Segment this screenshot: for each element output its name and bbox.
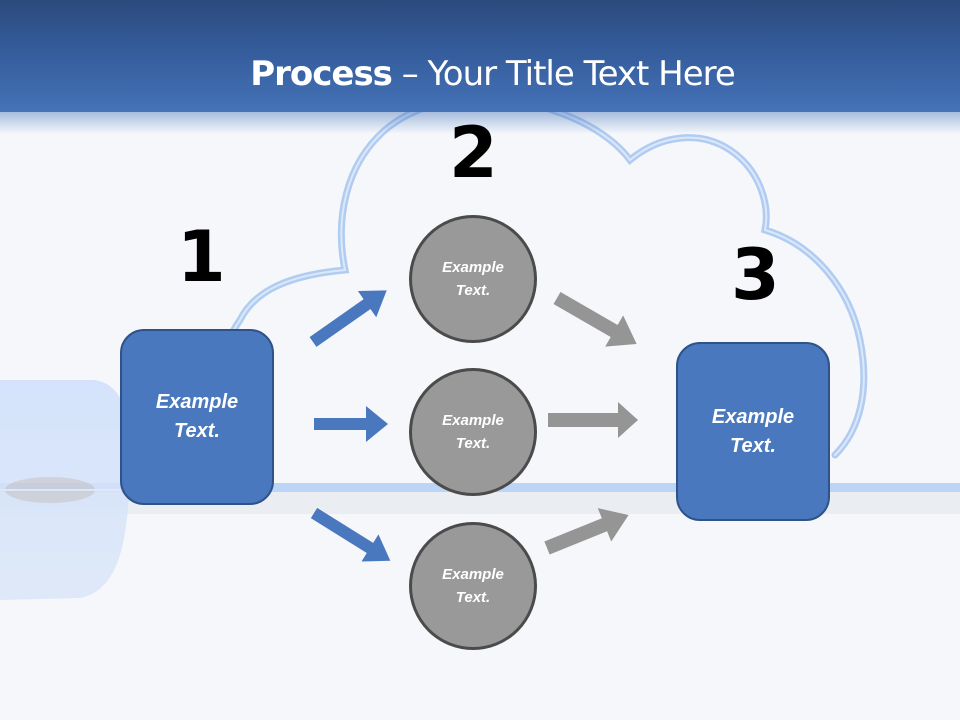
arrow-down-right-blue xyxy=(310,507,391,562)
arrow-right-gray xyxy=(548,402,638,438)
title-bar xyxy=(0,0,960,112)
circle-1-label-line1: Example xyxy=(442,259,504,276)
step-1-label-line2: Text. xyxy=(174,420,220,442)
arrow-down-right-gray xyxy=(553,291,637,347)
circle-1-label-line2: Text. xyxy=(455,282,491,299)
title-bold: Process xyxy=(250,54,393,94)
circle-2-label-line1: Example xyxy=(442,412,504,429)
step-1-label-line1: Example xyxy=(155,391,239,413)
title-rest: – Your Title Text Here xyxy=(391,54,736,94)
step-number-2: 2 xyxy=(449,112,498,194)
step-number-3: 3 xyxy=(731,234,780,316)
arrow-up-right-gray xyxy=(544,508,629,555)
step-number-1: 1 xyxy=(177,216,226,298)
circle-3-label-line2: Text. xyxy=(455,589,491,606)
circle-3-label-line1: Example xyxy=(442,566,504,583)
step-3-label-line1: Example xyxy=(711,405,795,428)
slide-title: Process – Your Title Text Here xyxy=(0,52,960,96)
step-3-label-line2: Text. xyxy=(730,434,776,457)
circle-2-label-line2: Text. xyxy=(455,435,491,452)
arrow-up-right-blue xyxy=(309,290,387,347)
arrow-right-blue xyxy=(314,406,388,442)
mouse-icon xyxy=(0,380,131,600)
